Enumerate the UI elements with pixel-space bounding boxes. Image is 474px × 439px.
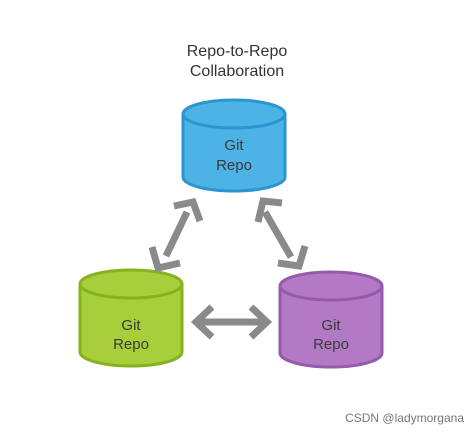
double-arrow-left-right-icon bbox=[190, 304, 273, 340]
git-repo-right: Git Repo bbox=[278, 270, 384, 369]
diagram-title-line2: Collaboration bbox=[189, 63, 285, 80]
repo-left-label-line1: Git bbox=[121, 317, 141, 334]
repo-top-label-line2: Repo bbox=[216, 157, 252, 174]
repo-right-label-line2: Repo bbox=[313, 336, 349, 353]
git-repo-left: Git Repo bbox=[78, 268, 184, 368]
repo-top-label-line1: Git bbox=[224, 137, 244, 154]
cylinder-top-cap-top bbox=[181, 98, 287, 130]
double-arrow-top-right-icon bbox=[254, 197, 309, 270]
cylinder-body-left bbox=[78, 284, 184, 368]
cylinder-top-cap-left bbox=[78, 268, 184, 300]
git-repo-top: Git Repo bbox=[181, 98, 287, 193]
cylinder-body-right bbox=[278, 286, 384, 369]
diagram-title-line1: Repo-to-Repo bbox=[186, 43, 288, 60]
watermark: CSDN @ladymorgana bbox=[345, 411, 464, 425]
repo-left-label-line2: Repo bbox=[113, 336, 149, 353]
double-arrow-top-left-icon bbox=[148, 197, 204, 273]
repo-right-label-line1: Git bbox=[321, 317, 341, 334]
cylinder-top-cap-right bbox=[278, 270, 384, 302]
cylinder-body-top bbox=[181, 114, 287, 193]
diagram-title: Repo-to-Repo Collaboration bbox=[0, 42, 474, 82]
